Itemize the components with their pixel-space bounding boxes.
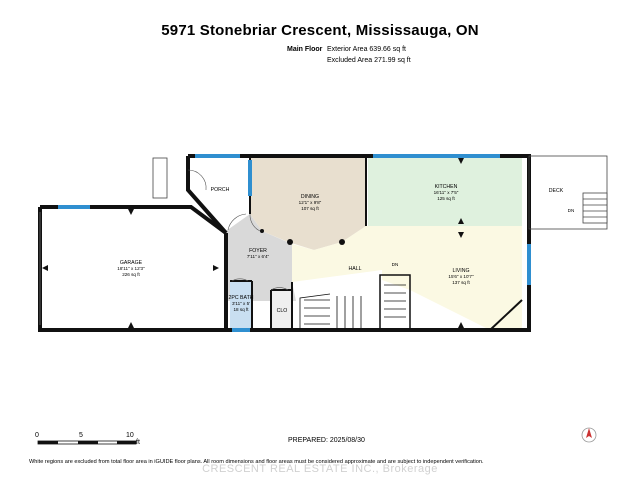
- garage-dims: 18'11" x 12'3": [117, 266, 145, 271]
- bath-fill: [230, 281, 252, 328]
- living-fill: [382, 226, 522, 330]
- deck-label: DECK: [549, 188, 564, 194]
- stairs-dn-label: DN: [392, 262, 399, 267]
- kitchen-area: 125 sq ft: [437, 196, 455, 201]
- bath-dims: 3'11" x 5': [232, 301, 250, 306]
- dining-dims: 12'1" x 9'8": [299, 200, 322, 205]
- dimension-ticks: [42, 158, 464, 328]
- windows: [58, 154, 531, 332]
- plan-title: 5971 Stonebriar Crescent, Mississauga, O…: [161, 22, 479, 39]
- floor-name: Main Floor: [287, 46, 323, 53]
- scale-label-5: 5: [79, 432, 83, 439]
- hall-fill: [292, 226, 382, 282]
- deck: [528, 155, 608, 230]
- scale-unit: ft: [136, 439, 140, 446]
- bath-label: 2PC BATH: [229, 295, 254, 301]
- living-dims: 15'6" x 10'7": [448, 274, 474, 279]
- scale-bar: [37, 440, 137, 445]
- excluded-area: Excluded Area 271.99 sq ft: [327, 57, 411, 64]
- compass-icon: [581, 427, 597, 443]
- living-label: LIVING: [452, 268, 469, 274]
- hall-label: HALL: [349, 266, 362, 272]
- porch-label: PORCH: [211, 187, 230, 193]
- disclaimer: White regions are excluded from total fl…: [29, 459, 484, 465]
- doors: [39, 169, 289, 325]
- foyer-label: FOYER: [249, 248, 267, 254]
- garage-label: GARAGE: [120, 260, 143, 266]
- kitchen-dims: 16'11" x 7'5": [434, 190, 459, 195]
- prepared-date: PREPARED: 2025/08/30: [288, 437, 365, 444]
- deck-dn-label: DN: [568, 208, 575, 213]
- closet-fill: [271, 290, 292, 328]
- interior-walls: [230, 156, 523, 331]
- dining-fill: [250, 156, 366, 250]
- dining-label: DINING: [301, 194, 319, 200]
- scale-label-0: 0: [35, 432, 39, 439]
- living-area: 137 sq ft: [452, 280, 470, 285]
- closet-label: CLO: [277, 308, 288, 314]
- porch-steps: [152, 157, 168, 199]
- foyer-dims: 7'11" x 6'4": [247, 254, 270, 259]
- stairs: [299, 274, 411, 330]
- kitchen-label: KITCHEN: [435, 184, 458, 190]
- kitchen-fill: [368, 156, 522, 226]
- bath-area: 18 sq ft: [233, 307, 249, 312]
- garage-area: 226 sq ft: [122, 272, 140, 277]
- exterior-area: Exterior Area 639.66 sq ft: [327, 46, 406, 53]
- scale-label-10: 10: [126, 432, 134, 439]
- watermark: CRESCENT REAL ESTATE INC., Brokerage: [202, 463, 438, 475]
- dining-area: 107 sq ft: [301, 206, 319, 211]
